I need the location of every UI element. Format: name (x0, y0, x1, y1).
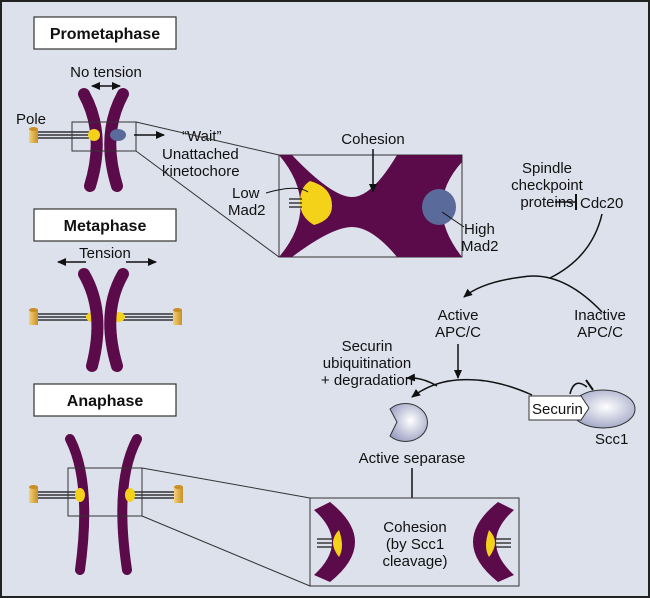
tension-label: Tension (79, 245, 131, 262)
phase-box (33, 383, 177, 417)
securin-inhibit-bar (585, 379, 594, 391)
kinetochore-right (486, 530, 495, 557)
spindle-fibers (38, 313, 173, 321)
kinetochore (125, 488, 135, 502)
scc1-label: Scc1 (595, 431, 628, 448)
phase-title-prometaphase: Prometaphase (50, 26, 160, 43)
degradation-label: + degradation (321, 372, 413, 389)
checkpoint-label: checkpoint (511, 177, 584, 194)
activation-arrow (463, 275, 603, 313)
phase-box (33, 16, 177, 50)
pole-label: Pole (16, 111, 46, 128)
phase-title-anaphase: Anaphase (67, 393, 144, 410)
phase-box (33, 208, 177, 242)
zoom-line-bottom (141, 515, 311, 587)
fiber-stubs (317, 538, 511, 548)
anaphase-section: Anaphase (29, 383, 311, 587)
kinetochore-unattached (110, 129, 126, 141)
unattached-label: Unattached (162, 146, 239, 163)
by-scc1-label: (by Scc1 (386, 536, 444, 553)
cleavage-label: cleavage) (382, 553, 447, 570)
zoom-line-bottom (135, 150, 280, 258)
wait-label: “Wait” (182, 128, 221, 145)
zoom-frame (67, 467, 143, 517)
pole-icon (174, 485, 183, 503)
active-separase-label: Active separase (359, 450, 466, 467)
fiber-stubs (289, 198, 302, 208)
cdc20-label: Cdc20 (580, 195, 623, 212)
kinetochore (75, 488, 85, 502)
spindle-label: Spindle (522, 160, 572, 177)
kinetochore-high-mad2 (422, 189, 456, 225)
no-tension-label: No tension (70, 64, 142, 81)
securin-box (528, 395, 590, 421)
high-label: High (464, 221, 495, 238)
inactive-apc-label: Inactive (574, 307, 626, 324)
high-pointer (441, 211, 465, 228)
low-pointer (265, 187, 309, 194)
pole-icon (173, 308, 182, 325)
active-apc-label-2: APC/C (435, 324, 481, 341)
spindle-fibers (38, 491, 174, 499)
zoom-line-top (141, 467, 311, 499)
ubiquitination-label: ubiquitination (323, 355, 411, 372)
pole-icon (29, 308, 38, 325)
high-mad2-label: Mad2 (461, 238, 499, 255)
prometaphase-section: Prometaphase No tension Pole “Wait” Unat… (16, 16, 280, 258)
phase-title-metaphase: Metaphase (64, 218, 147, 235)
chromosome-zoom (279, 155, 462, 257)
active-apc-label: Active (438, 307, 479, 324)
proteins-label: proteins (520, 194, 573, 211)
inactive-apc-label-2: APC/C (577, 324, 623, 341)
low-label: Low (232, 185, 260, 202)
securin-inhibit-loop (569, 382, 588, 395)
low-mad2-label: Mad2 (228, 202, 266, 219)
metaphase-section: Metaphase Tension (29, 208, 182, 372)
cohesion-label: Cohesion (341, 131, 404, 148)
kinetochore-left (333, 530, 342, 557)
zoomed-kinetochore-panel: Cohesion Low Mad2 High Mad2 (228, 131, 499, 258)
sister-chromatids (65, 434, 142, 575)
zoom-frame (71, 121, 137, 152)
spindle-fibers (38, 131, 90, 139)
kinetochore-attached (88, 129, 100, 141)
zoom-line-top (135, 121, 280, 156)
zoomed-anaphase-panel: Cohesion (by Scc1 cleavage) (309, 497, 520, 587)
kinetochore-label: kinetochore (162, 163, 240, 180)
pole-icon (29, 485, 38, 503)
cdc20-line (549, 213, 603, 279)
separase-release-arrow (411, 378, 533, 398)
active-separase-icon (389, 403, 428, 442)
securin-deg-label: Securin (342, 338, 393, 355)
chromosome (78, 268, 129, 372)
pole-icon (29, 127, 38, 143)
degradation-arrow (406, 373, 438, 387)
cohesion-cleavage-label: Cohesion (383, 519, 446, 536)
checkpoint-pathway: Spindle checkpoint proteins Cdc20 Active… (321, 160, 636, 506)
securin-label: Securin (532, 401, 583, 418)
